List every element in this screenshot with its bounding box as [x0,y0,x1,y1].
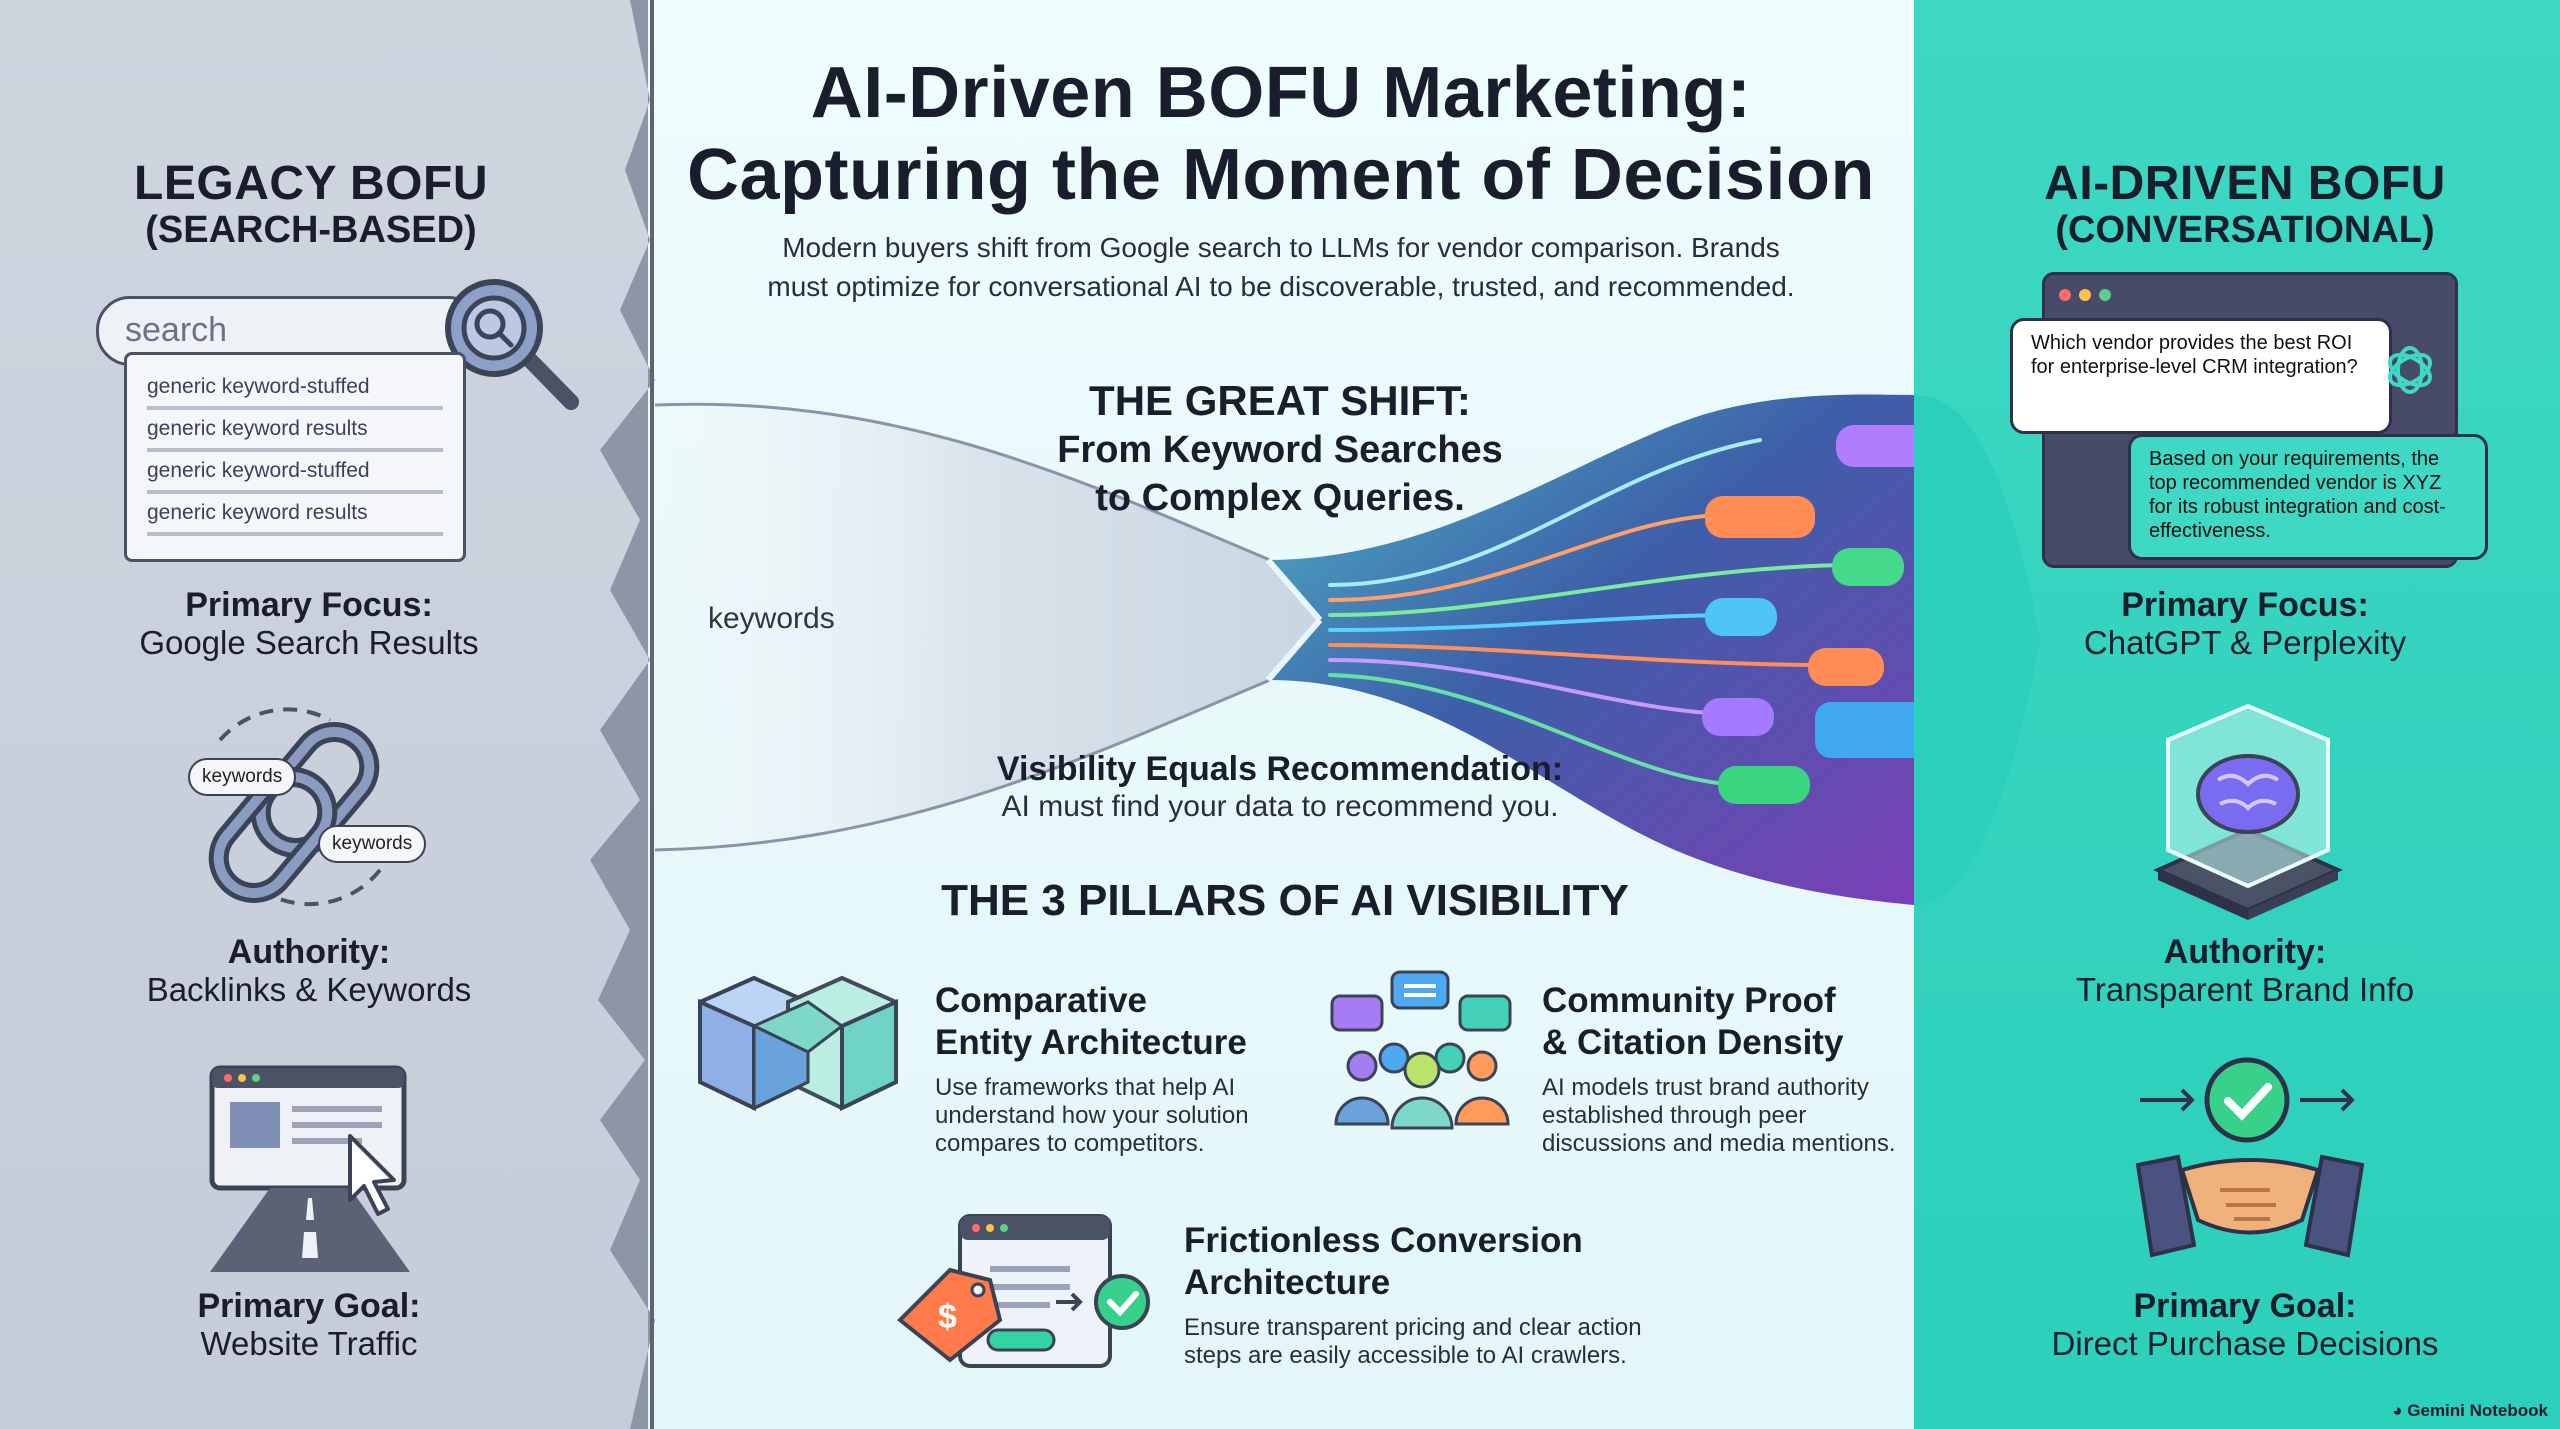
visibility-title: Visibility Equals Recommendation: [996,750,1564,788]
keyword-pill: keywords [188,758,297,796]
list-item: generic keyword-stuffed [147,375,370,398]
ai-title: AI-DRIVEN BOFU [2044,157,2446,210]
entity-cubes-icon [698,975,898,1112]
pillar-2-text-2: established through peer [1542,1102,1807,1129]
list-item: generic keyword results [147,501,368,524]
ai-brain-chip-icon [2153,703,2343,920]
pillar-3-heading-1: Frictionless Conversion [1184,1221,1583,1260]
keyword-pill: keywords [318,825,427,863]
ai-authority-label: Authority: [2163,933,2327,971]
legacy-goal-value: Website Traffic [200,1325,418,1362]
intro-line-1: Modern buyers shift from Google search t… [782,232,1780,263]
ai-goal-label: Primary Goal: [2133,1287,2357,1325]
legacy-title: LEGACY BOFU [134,157,488,210]
ai-focus-value: ChatGPT & Perplexity [2083,624,2407,661]
openai-logo-icon [2388,346,2432,394]
footer-brand: ◕ Gemini Notebook [2392,1401,2548,1421]
pricing-checkout-icon: $ [897,1214,1150,1368]
chain-link-icon [208,707,382,907]
chat-answer-bubble: Based on your requirements, the top reco… [2128,434,2488,560]
shift-sub-line-2: to Complex Queries. [1095,477,1465,519]
ai-focus-label: Primary Focus: [2121,586,2369,624]
search-results-list: generic keyword-stuffed generic keyword … [124,352,466,562]
intro-line-2: must optimize for conversational AI to b… [767,271,1795,302]
pillars-heading: THE 3 PILLARS OF AI VISIBILITY [941,876,1629,925]
magnifier-icon [445,279,579,410]
community-people-icon [1330,970,1512,1130]
legacy-focus-label: Primary Focus: [185,586,433,624]
page-title-line-1: AI-Driven BOFU Marketing: [810,53,1752,133]
list-item: generic keyword results [147,417,368,440]
pillar-2-text-1: AI models trust brand authority [1542,1074,1869,1101]
legacy-focus-value: Google Search Results [139,624,479,661]
chat-question-bubble: Which vendor provides the best ROI for e… [2010,318,2392,434]
ai-subtitle: (CONVERSATIONAL) [2055,209,2435,251]
pillar-3-text-2: steps are easily accessible to AI crawle… [1184,1342,1627,1369]
legacy-goal-label: Primary Goal: [197,1287,421,1325]
gemini-logo-icon: ◕ [2392,1401,2403,1420]
visibility-text: AI must find your data to recommend you. [1001,790,1559,823]
svg-text:$: $ [938,1298,957,1336]
pillar-2-text-3: discussions and media mentions. [1542,1130,1896,1157]
window-controls [2059,289,2111,301]
pillar-1-text-1: Use frameworks that help AI [935,1074,1236,1101]
page-title-line-2: Capturing the Moment of Decision [686,135,1875,215]
keywords-label: keywords [708,602,835,635]
pillar-2-heading-2: & Citation Density [1542,1023,1844,1062]
pillar-1-heading-1: Comparative [935,981,1148,1020]
pillar-2-heading-1: Community Proof [1542,981,1836,1020]
pillar-3-text-1: Ensure transparent pricing and clear act… [1184,1314,1642,1341]
pillar-1-heading-2: Entity Architecture [935,1023,1247,1062]
shift-title: THE GREAT SHIFT: [1089,377,1471,424]
list-item: generic keyword-stuffed [147,459,370,482]
website-traffic-road-icon [209,1065,410,1272]
handshake-check-icon [2135,1057,2365,1258]
pillar-1-text-2: understand how your solution [935,1102,1249,1129]
legacy-subtitle: (SEARCH-BASED) [145,209,477,251]
ai-goal-value: Direct Purchase Decisions [2051,1325,2439,1362]
pillar-1-text-3: compares to competitors. [935,1130,1205,1157]
footer-brand-text: Gemini Notebook [2407,1401,2548,1420]
shift-sub-line-1: From Keyword Searches [1057,429,1503,471]
legacy-authority-label: Authority: [227,933,391,971]
legacy-authority-value: Backlinks & Keywords [146,971,472,1008]
search-placeholder: search [125,311,228,349]
ai-authority-value: Transparent Brand Info [2075,971,2415,1008]
pillar-3-heading-2: Architecture [1184,1263,1391,1302]
